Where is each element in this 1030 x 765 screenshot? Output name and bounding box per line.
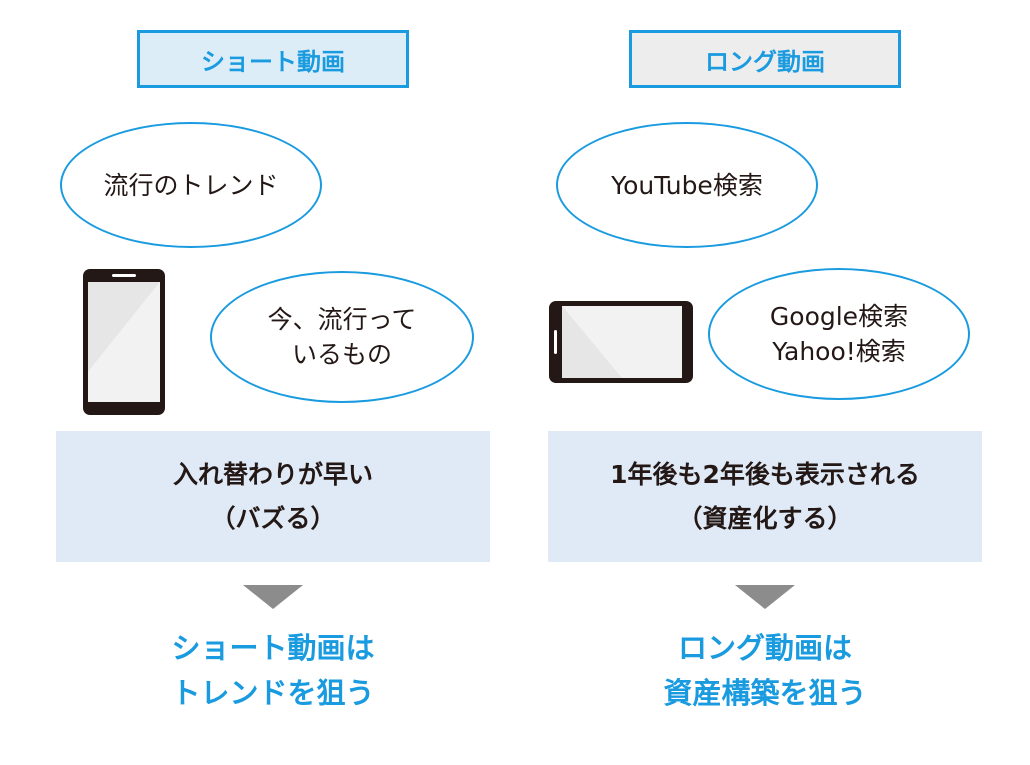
long-youtube-bubble-text: YouTube検索 <box>611 170 763 200</box>
long-info-box: 1年後も2年後も表示される （資産化する） <box>548 431 982 562</box>
down-arrow-icon <box>243 585 303 609</box>
short-trend-bubble: 流行のトレンド <box>60 122 322 248</box>
long-video-title: ロング動画 <box>629 30 901 88</box>
short-info-box: 入れ替わりが早い （バズる） <box>56 431 490 562</box>
short-conclusion: ショート動画は トレンドを狙う <box>56 626 490 716</box>
long-youtube-bubble: YouTube検索 <box>556 122 818 248</box>
smartphone-portrait-icon <box>83 269 165 415</box>
short-info-line2: （バズる） <box>210 503 336 533</box>
short-video-column: ショート動画 流行のトレンド 今、流行って いるもの 入れ替わりが早い （バズる… <box>56 0 490 765</box>
long-search-bubble-line1: Google検索 <box>769 302 909 331</box>
long-info-line2: （資産化する） <box>677 503 853 533</box>
short-conclusion-line1: ショート動画は <box>171 631 375 665</box>
down-arrow-icon <box>735 585 795 609</box>
long-conclusion: ロング動画は 資産構築を狙う <box>548 626 982 716</box>
short-current-bubble-line2: いるもの <box>291 340 392 369</box>
long-info-line1: 1年後も2年後も表示される <box>610 459 920 489</box>
short-conclusion-line2: トレンドを狙う <box>171 676 375 710</box>
long-search-bubble-line2: Yahoo!検索 <box>772 337 906 366</box>
long-search-bubble: Google検索 Yahoo!検索 <box>708 268 970 400</box>
long-conclusion-line2: 資産構築を狙う <box>663 676 867 710</box>
short-info-line1: 入れ替わりが早い <box>172 459 373 489</box>
long-conclusion-line1: ロング動画は <box>677 631 852 665</box>
short-trend-bubble-text: 流行のトレンド <box>103 170 279 200</box>
short-current-bubble-line1: 今、流行って <box>267 305 417 334</box>
short-current-bubble: 今、流行って いるもの <box>210 271 474 403</box>
short-video-title: ショート動画 <box>137 30 409 88</box>
long-video-column: ロング動画 YouTube検索 Google検索 Yahoo!検索 1年後も2年… <box>548 0 982 765</box>
smartphone-landscape-icon <box>549 301 693 383</box>
